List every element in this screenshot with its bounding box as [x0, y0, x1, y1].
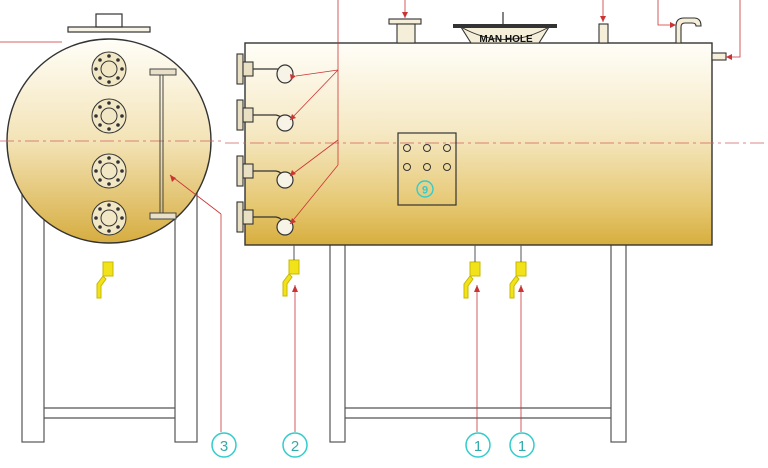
- leader-lines: [0, 0, 741, 432]
- callout-1a: 1: [465, 432, 491, 458]
- svg-text:2: 2: [291, 438, 299, 455]
- end-view-flange-bolts: [94, 54, 124, 233]
- end-view-legs: [21, 189, 198, 443]
- leader-arrowheads: [170, 12, 732, 292]
- end-view-bottom-valve: [96, 261, 114, 299]
- svg-text:1: 1: [518, 438, 526, 455]
- manhole-label: MAN HOLE: [479, 34, 533, 45]
- inspection-plate: 9: [397, 132, 457, 206]
- callout-3: 3: [211, 432, 237, 458]
- callout-1b: 1: [509, 432, 535, 458]
- side-nozzles: [236, 53, 254, 233]
- svg-text:1: 1: [474, 438, 482, 455]
- side-view-top-nozzles: [388, 17, 727, 61]
- end-view: [0, 13, 225, 443]
- bottom-valve-stems: [293, 245, 522, 262]
- tag-9: 9: [422, 185, 428, 197]
- side-nozzle-elbows: [253, 64, 294, 236]
- side-view-shell: [244, 42, 713, 246]
- svg-text:3: 3: [220, 438, 228, 455]
- end-view-top-nozzle: [67, 13, 151, 33]
- callout-2: 2: [282, 432, 308, 458]
- side-view-legs: [329, 191, 627, 443]
- callouts: 3 2 1 1: [211, 432, 535, 458]
- bottom-valves: [282, 259, 527, 299]
- end-view-level-gauge: [149, 68, 177, 220]
- side-view: MAN HOLE 9: [225, 12, 768, 443]
- manhole: MAN HOLE: [453, 12, 557, 45]
